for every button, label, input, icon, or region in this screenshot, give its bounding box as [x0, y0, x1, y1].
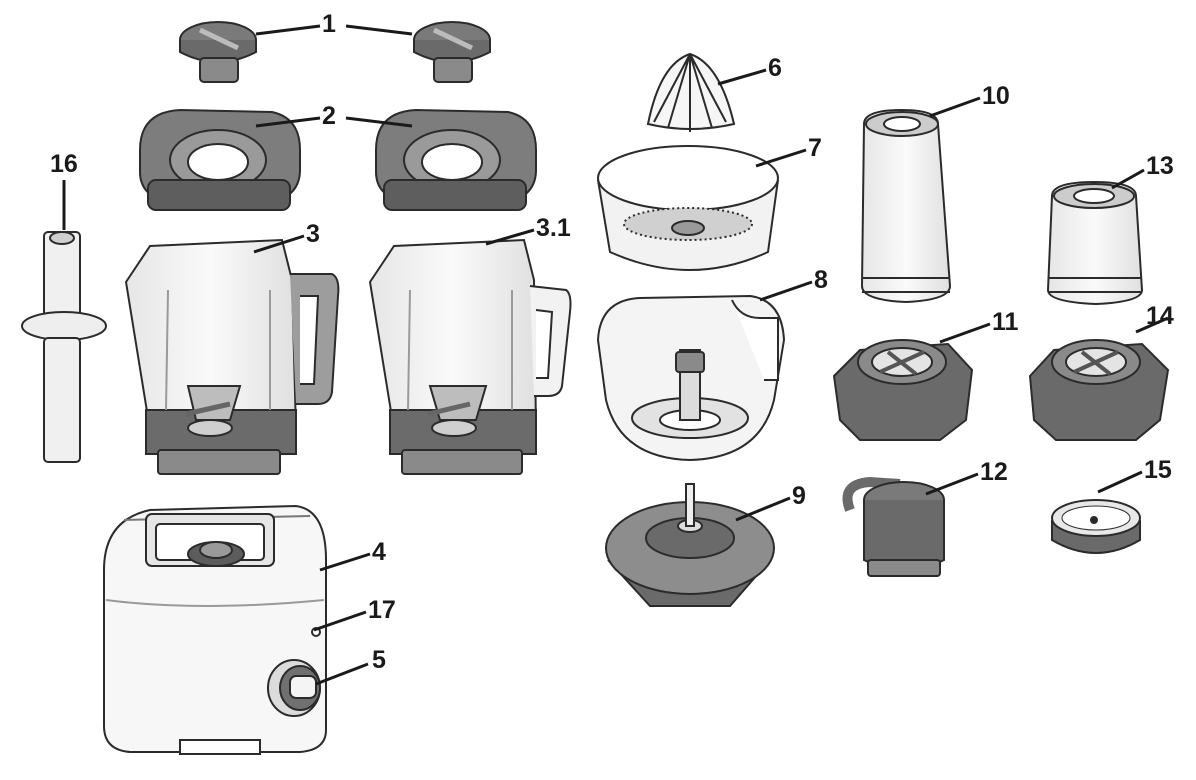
label-15: 15	[1144, 456, 1172, 484]
travel-lid	[842, 476, 945, 577]
label-14: 14	[1146, 302, 1174, 330]
label-9: 9	[792, 482, 806, 510]
small-lid	[1051, 499, 1141, 554]
tamper	[21, 231, 107, 463]
label-10: 10	[982, 82, 1010, 110]
label-3: 3	[306, 220, 320, 248]
label-1: 1	[322, 10, 336, 38]
blade-base-small	[1028, 339, 1170, 441]
label-5: 5	[372, 646, 386, 674]
leader-lines	[62, 24, 1169, 686]
label-6: 6	[768, 54, 782, 82]
label-11: 11	[992, 308, 1019, 336]
second-jug	[368, 238, 572, 475]
lid-cap-right	[413, 21, 491, 83]
lid-right	[375, 108, 537, 211]
label-7: 7	[808, 134, 822, 162]
label-17: 17	[368, 596, 396, 624]
juicer-jug	[596, 294, 786, 462]
juicer-strainer	[597, 145, 779, 271]
label-3-1: 3.1	[536, 214, 571, 242]
label-8: 8	[814, 266, 828, 294]
label-12: 12	[980, 458, 1008, 486]
juicer-base	[605, 483, 775, 607]
blade-base-tall	[832, 339, 974, 441]
label-16: 16	[50, 150, 78, 178]
large-jug	[124, 238, 340, 475]
label-13: 13	[1146, 152, 1174, 180]
lid-left	[139, 108, 301, 211]
small-cup	[1046, 180, 1144, 306]
tall-cup	[860, 108, 952, 304]
control-dial	[267, 659, 321, 717]
lid-cap-left	[179, 21, 257, 83]
label-4: 4	[372, 538, 386, 566]
label-2: 2	[322, 102, 336, 130]
juicer-cone	[646, 52, 736, 132]
